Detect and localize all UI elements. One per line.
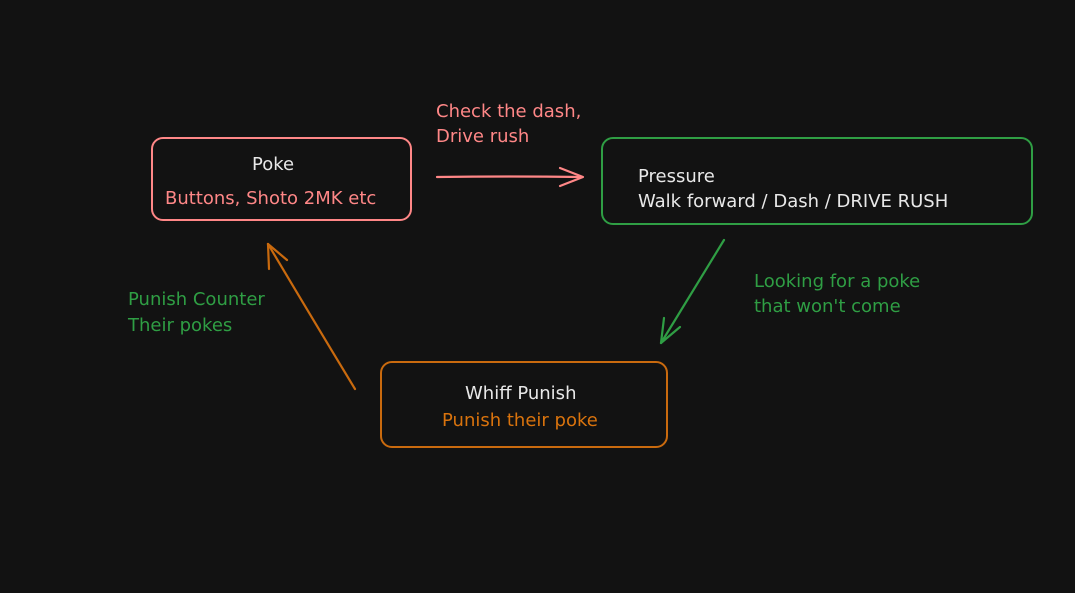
edge-label-pressure-to-whiff-line2: that won't come [754, 296, 901, 317]
poke-subtitle: Buttons, Shoto 2MK etc [165, 188, 377, 209]
edge-label-whiff-to-poke-line1: Punish Counter [128, 289, 265, 310]
whiff-punish-subtitle: Punish their poke [442, 410, 598, 431]
edge-label-pressure-to-whiff-line1: Looking for a poke [754, 271, 921, 292]
node-pressure[interactable] [601, 137, 1033, 225]
node-whiff-punish[interactable] [380, 361, 668, 448]
edge-label-whiff-to-poke-line2: Their pokes [128, 315, 233, 336]
pressure-subtitle: Walk forward / Dash / DRIVE RUSH [638, 191, 949, 212]
pressure-title: Pressure [638, 166, 715, 187]
arrow-poke-to-pressure [435, 166, 585, 188]
arrow-pressure-to-whiff [659, 238, 726, 345]
edge-label-poke-to-pressure-line2: Drive rush [436, 126, 530, 147]
whiff-punish-title: Whiff Punish [465, 383, 577, 404]
node-poke[interactable] [151, 137, 412, 221]
poke-title: Poke [252, 154, 295, 175]
arrow-whiff-to-poke [266, 242, 357, 391]
edge-label-poke-to-pressure-line1: Check the dash, [436, 101, 582, 122]
